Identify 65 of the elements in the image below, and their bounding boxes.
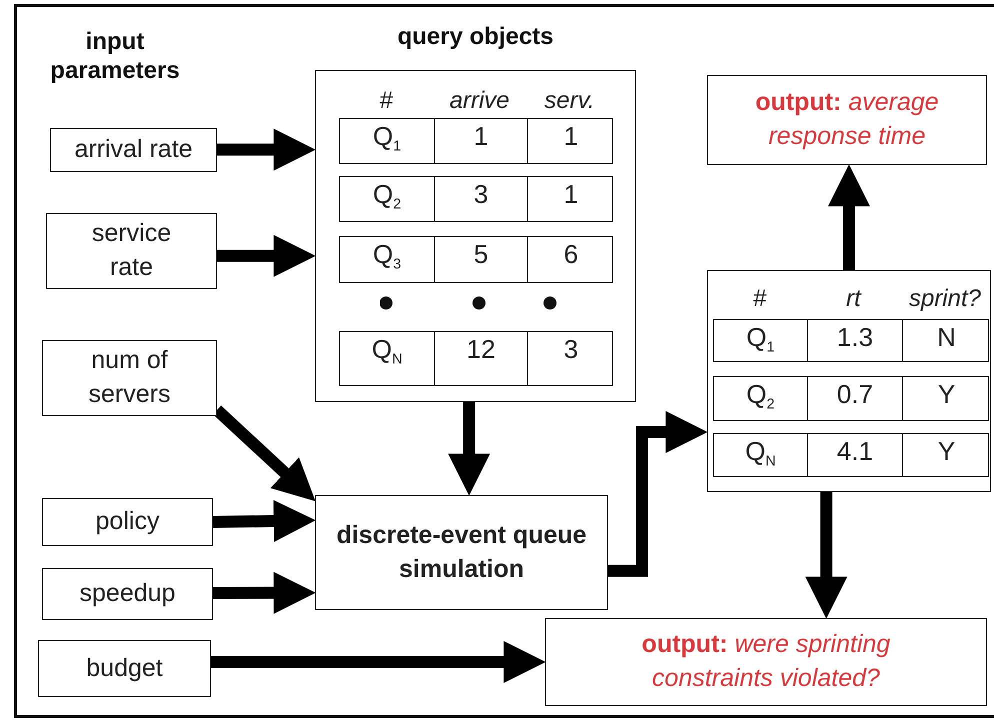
table-row bbox=[713, 319, 989, 362]
arrow bbox=[217, 234, 316, 277]
parameter-box bbox=[38, 640, 211, 697]
table-cell: 3 bbox=[434, 177, 527, 221]
arrow bbox=[212, 500, 316, 542]
arrow bbox=[217, 128, 316, 171]
table-cell: 1.3 bbox=[807, 320, 902, 361]
parameter-box bbox=[50, 128, 217, 172]
arrow bbox=[608, 411, 708, 577]
table-row bbox=[339, 118, 613, 164]
table-cell: 5 bbox=[434, 237, 527, 282]
parameter-box bbox=[42, 568, 213, 620]
output-box bbox=[545, 618, 987, 706]
box-text: discrete-event queue simulation bbox=[335, 520, 588, 584]
parameter-box bbox=[42, 498, 213, 546]
box-text: budget bbox=[85, 652, 164, 684]
table-row bbox=[339, 331, 613, 386]
box-text: output: were sprinting constraints violated? bbox=[640, 629, 892, 694]
table-cell: 3 bbox=[527, 332, 614, 385]
box-text: num of servers bbox=[88, 345, 172, 410]
box-text: speedup bbox=[78, 578, 176, 610]
arrow bbox=[212, 572, 316, 614]
table-cell-text: Q$_{2}$ bbox=[372, 178, 402, 215]
column-header: sprint? bbox=[908, 284, 982, 314]
arrow bbox=[805, 492, 848, 619]
table-cell-text: Q$_{2}$ bbox=[745, 378, 776, 415]
table-row bbox=[339, 236, 613, 283]
box-text: service rate bbox=[90, 218, 172, 283]
table-cell: 12 bbox=[434, 332, 527, 385]
box-text: arrival rate bbox=[73, 134, 194, 166]
arrow bbox=[211, 641, 546, 683]
table-row bbox=[713, 433, 989, 477]
output-box bbox=[707, 75, 987, 165]
parameter-box bbox=[42, 340, 217, 416]
table-cell-text: Q$_{N}$ bbox=[370, 333, 404, 370]
table-row bbox=[339, 176, 613, 222]
table-cell: 4.1 bbox=[807, 434, 902, 476]
column-header: # bbox=[378, 86, 394, 116]
table-row bbox=[713, 376, 989, 421]
process-box bbox=[315, 495, 608, 610]
table-cell: Y bbox=[902, 377, 990, 420]
arrow bbox=[828, 164, 870, 270]
table-panel bbox=[707, 270, 991, 492]
column-header: rt bbox=[845, 284, 862, 314]
arrow bbox=[448, 402, 490, 496]
column-header: serv. bbox=[543, 86, 596, 116]
table-cell-text: Q$_{N}$ bbox=[744, 435, 777, 472]
table-cell: 1 bbox=[434, 119, 527, 163]
table-cell-text: Q$_{1}$ bbox=[372, 120, 402, 157]
table-cell: 0.7 bbox=[807, 377, 902, 420]
column-heading: input parameters bbox=[49, 28, 181, 86]
arrow bbox=[212, 406, 316, 502]
table-cell: N bbox=[902, 320, 990, 361]
parameter-box bbox=[46, 213, 217, 289]
column-header: arrive bbox=[448, 86, 510, 116]
box-text: output: average response time bbox=[754, 87, 940, 152]
column-header: # bbox=[752, 284, 768, 314]
table-cell: Y bbox=[902, 434, 990, 476]
table-cell: 1 bbox=[527, 119, 614, 163]
table-cell: 1 bbox=[527, 177, 614, 221]
table-cell-text: Q$_{1}$ bbox=[745, 321, 776, 358]
table-cell: 6 bbox=[527, 237, 614, 282]
table-cell-text: Q$_{3}$ bbox=[372, 238, 402, 275]
panel-heading: query objects bbox=[397, 22, 554, 52]
box-text: policy bbox=[94, 506, 160, 538]
